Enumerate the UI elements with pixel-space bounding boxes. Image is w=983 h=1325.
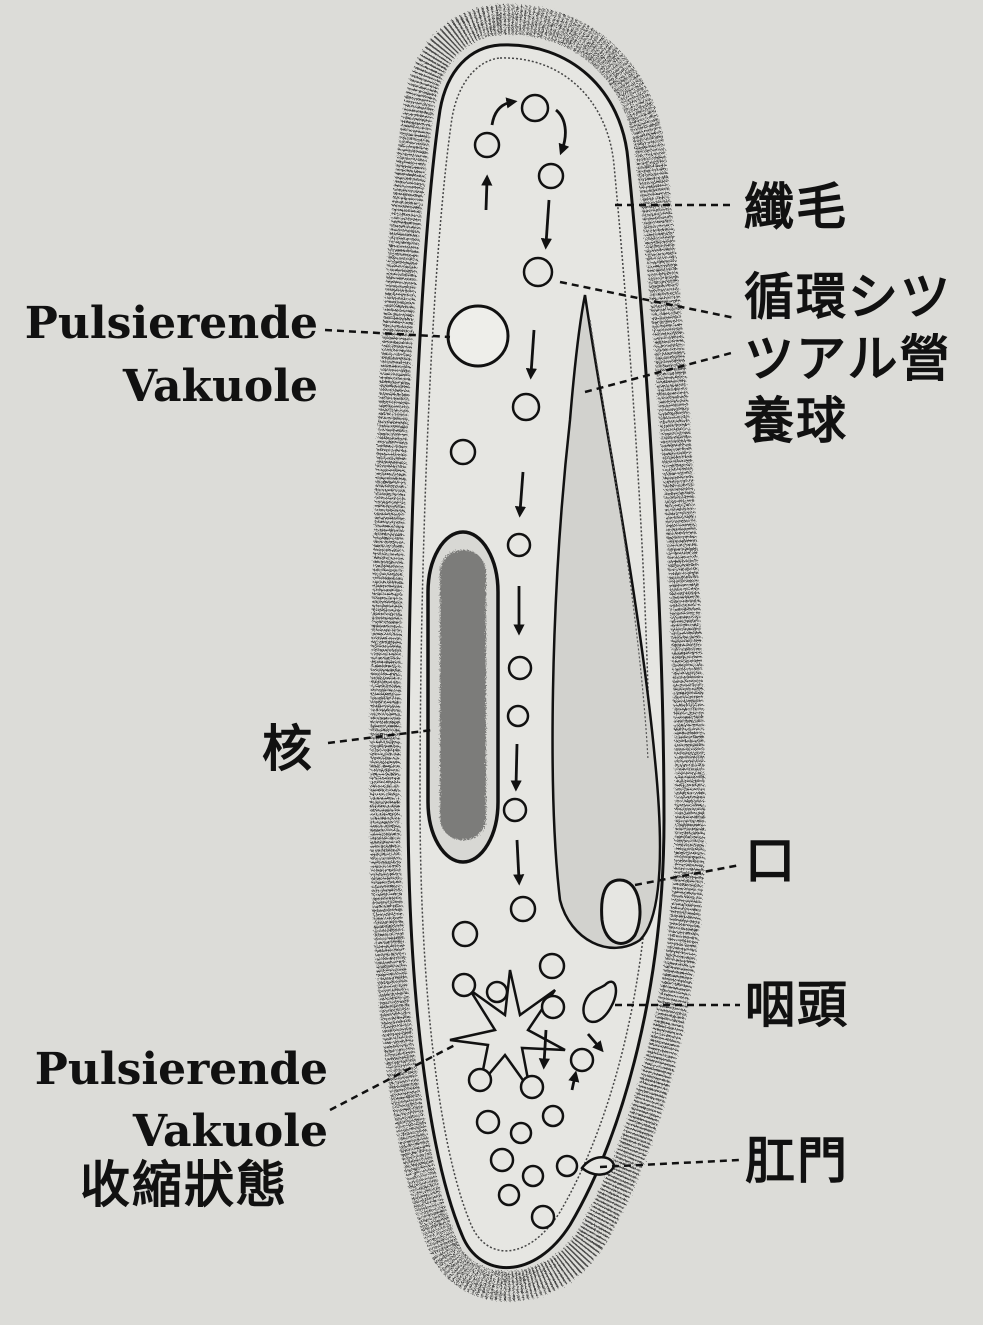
label-mouth: 口 xyxy=(745,836,797,886)
label-vacuole-top-2: Vakuole xyxy=(123,365,318,409)
contractile-vacuole-expanded xyxy=(448,306,508,366)
label-cilia: 纖毛 xyxy=(744,182,848,232)
label-circulating-1: 循環シツ xyxy=(744,272,952,322)
label-vacuole-bottom-2: Vakuole xyxy=(133,1110,328,1154)
label-vacuole-bottom-1: Pulsierende xyxy=(35,1048,328,1092)
label-anus: 肛門 xyxy=(745,1136,849,1186)
label-pharynx: 咽頭 xyxy=(745,980,849,1030)
label-circulating-3: 養球 xyxy=(744,396,848,446)
label-nucleus: 核 xyxy=(262,724,314,774)
label-vacuole-bottom-3: 收縮狀態 xyxy=(80,1160,288,1210)
label-vacuole-top-1: Pulsierende xyxy=(25,302,318,346)
label-circulating-2: ツアル營 xyxy=(744,334,952,384)
nucleus-texture xyxy=(440,550,486,840)
mouth xyxy=(602,880,640,943)
